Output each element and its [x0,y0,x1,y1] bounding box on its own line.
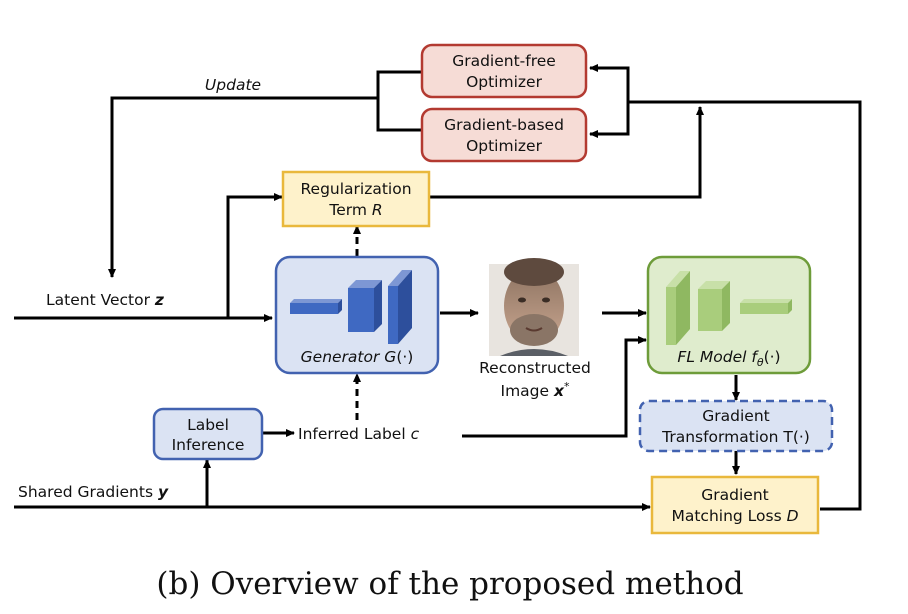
inferred-label-to-fl-arrow [462,336,647,438]
regularization-term-box: Regularization Term R [281,170,431,228]
fl-model-label: FL Model fθ(·) [677,348,780,369]
arrow-to-gradient-free [589,64,630,102]
gradient-matching-loss-box: Gradient Matching Loss D [650,475,820,535]
gradient-transformation-line2: Transformation T(·) [661,428,810,446]
figure-caption: (b) Overview of the proposed method [156,566,743,602]
label-inference-box: Label Inference [152,407,264,461]
shared-gradients-label: Shared Gradients y [18,483,169,501]
reconstructed-face-image [489,258,579,356]
gradient-based-optimizer-box: Gradient-based Optimizer [420,107,588,163]
gradient-transformation-box: Gradient Transformation T(·) [638,399,834,453]
update-label: Update [205,76,261,94]
inferred-label-text: Inferred Label c [298,425,420,443]
loss-to-optimizers-line [628,100,862,511]
gradient-free-optimizer-box: Gradient-free Optimizer [420,43,588,99]
update-arrow-to-latent [108,96,378,278]
latent-to-regularization-arrow [226,193,283,318]
latent-vector-label: Latent Vector z [46,291,165,309]
gradient-free-line2: Optimizer [466,73,543,91]
arrow-to-gradient-based [589,102,630,138]
fl-model-box: FL Model fθ(·) [646,255,812,375]
regularization-line2: Term R [328,201,382,219]
matching-loss-line1: Gradient [701,486,768,504]
reconstructed-line1: Reconstructed [479,359,591,377]
gradient-free-line1: Gradient-free [452,52,556,70]
regularization-to-optimizers-arrow [430,106,704,199]
update-loop-line [376,70,422,132]
reconstructed-line2: Image x* [501,380,570,401]
regularization-line1: Regularization [300,180,411,198]
connectors [14,64,862,511]
generator-label: Generator G(·) [301,348,414,366]
label-inference-line1: Label [187,416,229,434]
matching-loss-line2: Matching Loss D [671,507,798,525]
gradient-based-line2: Optimizer [466,137,543,155]
label-inference-line2: Inference [172,436,245,454]
generator-box: Generator G(·) [274,255,440,375]
generator-layers-icon [290,270,412,344]
fl-model-layers-icon [666,271,792,345]
gradient-based-line1: Gradient-based [444,116,564,134]
gradient-transformation-line1: Gradient [702,407,769,425]
